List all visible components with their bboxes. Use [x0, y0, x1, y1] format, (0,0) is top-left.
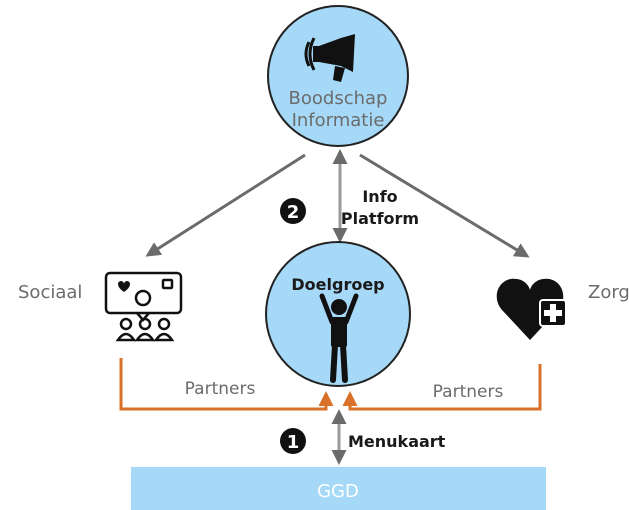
arrow-to-zorg — [359, 153, 530, 258]
boodschap-label: Boodschap — [289, 88, 388, 109]
heart-plus-icon — [496, 278, 567, 340]
partners-left-label: Partners — [185, 379, 256, 399]
step-2-badge — [280, 198, 306, 224]
arrow-to-sociaal — [145, 153, 306, 257]
ggd-bar — [131, 467, 546, 510]
menukaart-label: Menukaart — [348, 432, 446, 451]
partners-right-label: Partners — [433, 382, 504, 402]
megaphone-icon — [304, 34, 355, 82]
doelgroep-label: Doelgroep — [291, 275, 384, 294]
person-icon — [319, 293, 359, 383]
step-1-number: 1 — [287, 432, 300, 453]
step-2-number: 2 — [287, 202, 300, 223]
sociaal-label: Sociaal — [18, 282, 82, 303]
info-label: Info — [362, 187, 397, 206]
platform-label: Platform — [341, 209, 419, 228]
informatie-label: Informatie — [292, 110, 385, 131]
zorg-label: Zorg — [588, 282, 629, 303]
ggd-label: GGD — [317, 481, 359, 502]
partners-left-path — [119, 358, 334, 411]
partners-right-path — [342, 364, 542, 411]
social-group-icon — [104, 271, 183, 342]
step-1-badge — [280, 428, 306, 454]
